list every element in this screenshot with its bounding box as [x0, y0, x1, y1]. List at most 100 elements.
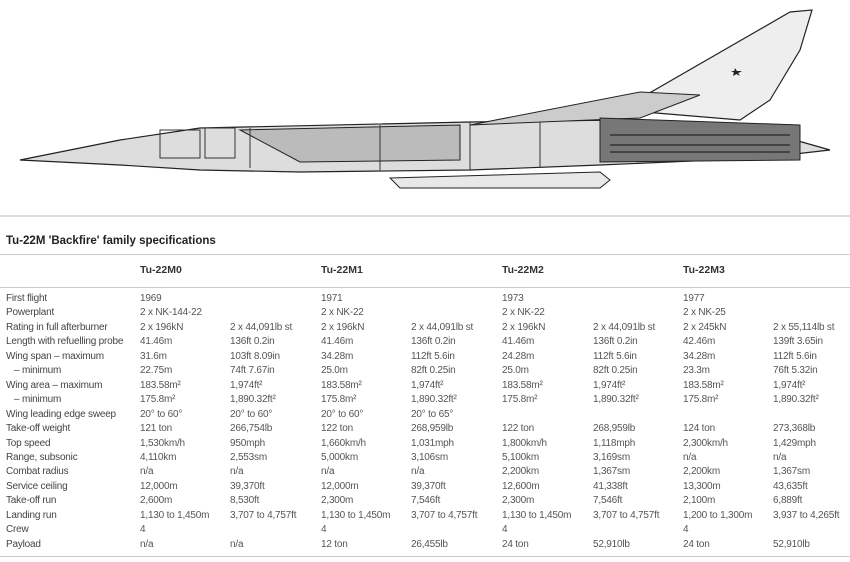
row-label: Range, subsonic — [6, 451, 78, 463]
divider — [0, 556, 850, 557]
table-cell: 2 x 196kN — [502, 321, 546, 333]
row-label: Wing area – maximum — [6, 379, 103, 391]
table-cell: 39,370ft — [411, 480, 446, 492]
table-cell: 1,530km/h — [140, 437, 185, 449]
table-cell: 13,300m — [683, 480, 721, 492]
table-cell: 26,455lb — [411, 538, 448, 550]
table-cell: 2 x NK-144-22 — [140, 307, 202, 319]
table-cell: 2 x 44,091lb st — [411, 321, 474, 333]
row-label: – minimum — [14, 394, 62, 406]
table-cell: 24 ton — [683, 538, 710, 550]
table-cell: 122 ton — [502, 423, 534, 435]
table-cell: n/a — [411, 466, 425, 478]
table-cell: 1,974ft² — [230, 379, 263, 391]
row-label: Powerplant — [6, 307, 55, 319]
table-cell: 42.46m — [683, 336, 716, 348]
table-cell: 2,300km/h — [683, 437, 728, 449]
table-cell: n/a — [230, 466, 244, 478]
table-cell: 175.8m² — [683, 394, 719, 406]
table-cell: 112ft 5.6in — [593, 350, 637, 362]
row-label: – minimum — [14, 365, 62, 377]
table-cell: 4 — [502, 524, 508, 536]
table-cell: 20° to 60° — [321, 408, 364, 420]
table-cell: 1,367sm — [773, 466, 810, 478]
table-cell: n/a — [773, 451, 787, 463]
table-cell: 273,368lb — [773, 423, 816, 435]
table-cell: 76ft 5.32in — [773, 365, 818, 377]
table-cell: 1971 — [321, 293, 343, 304]
table-cell: 41,338ft — [593, 480, 628, 492]
table-cell: 2 x 55,114lb st — [773, 321, 835, 333]
table-cell: 24 ton — [502, 538, 529, 550]
table-cell: 175.8m² — [321, 394, 357, 406]
table-cell: 7,546ft — [593, 495, 623, 507]
table-cell: 122 ton — [321, 423, 353, 435]
table-cell: 41.46m — [502, 336, 535, 348]
row-label: Combat radius — [6, 466, 69, 478]
table-cell: 7,546ft — [411, 495, 441, 507]
table-cell: 2 x 245kN — [683, 321, 727, 333]
table-cell: 1,890.32ft² — [773, 394, 819, 406]
table-cell: 1,130 to 1,450m — [140, 509, 210, 521]
table-cell: 112ft 5.6in — [411, 350, 455, 362]
row-label: First flight — [6, 293, 47, 304]
table-cell: 183.58m² — [502, 379, 543, 391]
aircraft-cutaway-drawing — [0, 0, 850, 218]
table-cell: 175.8m² — [502, 394, 538, 406]
row-label: Service ceiling — [6, 480, 68, 492]
table-cell: 2,553sm — [230, 451, 267, 463]
table-cell: 183.58m² — [321, 379, 362, 391]
table-cell: 1,031mph — [411, 437, 454, 449]
table-cell: 25.0m — [502, 365, 529, 377]
table-cell: 6,889ft — [773, 495, 803, 507]
table-cell: 136ft 0.2in — [411, 336, 456, 348]
table-cell: 82ft 0.25in — [411, 365, 456, 377]
table-cell: 5,000km — [321, 451, 358, 463]
table-cell: n/a — [321, 466, 335, 478]
table-cell: 136ft 0.2in — [230, 336, 275, 348]
table-cell: 2,300m — [502, 495, 535, 507]
column-header: Tu-22M2 — [502, 264, 544, 276]
table-cell: 136ft 0.2in — [593, 336, 638, 348]
table-cell: n/a — [140, 538, 154, 550]
table-cell: 266,754lb — [230, 423, 273, 435]
table-cell: 4 — [140, 524, 146, 536]
table-cell: 2,200km — [683, 466, 720, 478]
table-cell: 2 x 196kN — [321, 321, 365, 333]
table-cell: 1,130 to 1,450m — [321, 509, 391, 521]
table-cell: 1969 — [140, 293, 162, 304]
column-header: Tu-22M3 — [683, 264, 725, 276]
table-cell: 3,707 to 4,757ft — [593, 509, 660, 521]
table-cell: 103ft 8.09in — [230, 350, 280, 362]
table-cell: 124 ton — [683, 423, 715, 435]
divider — [0, 287, 850, 288]
table-cell: 1,367sm — [593, 466, 630, 478]
table-cell: 12 ton — [321, 538, 348, 550]
table-cell: 2 x 196kN — [140, 321, 184, 333]
table-cell: 5,100km — [502, 451, 539, 463]
table-cell: 1,974ft² — [773, 379, 806, 391]
table-cell: 2,200km — [502, 466, 539, 478]
table-cell: 39,370ft — [230, 480, 265, 492]
table-cell: 1,660km/h — [321, 437, 366, 449]
table-cell: 20° to 60° — [140, 408, 183, 420]
table-cell: 268,959lb — [593, 423, 636, 435]
table-cell: 121 ton — [140, 423, 172, 435]
row-label: Take-off weight — [6, 423, 71, 435]
table-cell: 25.0m — [321, 365, 348, 377]
row-label: Wing span – maximum — [6, 350, 104, 362]
star-insignia-icon — [731, 68, 742, 76]
table-cell: 1973 — [502, 293, 524, 304]
row-label: Wing leading edge sweep — [6, 408, 116, 420]
table-cell: 2,300m — [321, 495, 354, 507]
table-cell: 3,937 to 4,265ft — [773, 509, 840, 521]
table-cell: 34.28m — [321, 350, 354, 362]
table-cell: 12,000m — [321, 480, 359, 492]
table-cell: 52,910lb — [593, 538, 630, 550]
column-header: Tu-22M1 — [321, 264, 363, 276]
row-label: Top speed — [6, 437, 51, 449]
table-cell: 139ft 3.65in — [773, 336, 823, 348]
table-cell: 2,600m — [140, 495, 173, 507]
table-cell: 20° to 65° — [411, 408, 454, 420]
table-cell: 3,707 to 4,757ft — [230, 509, 297, 521]
